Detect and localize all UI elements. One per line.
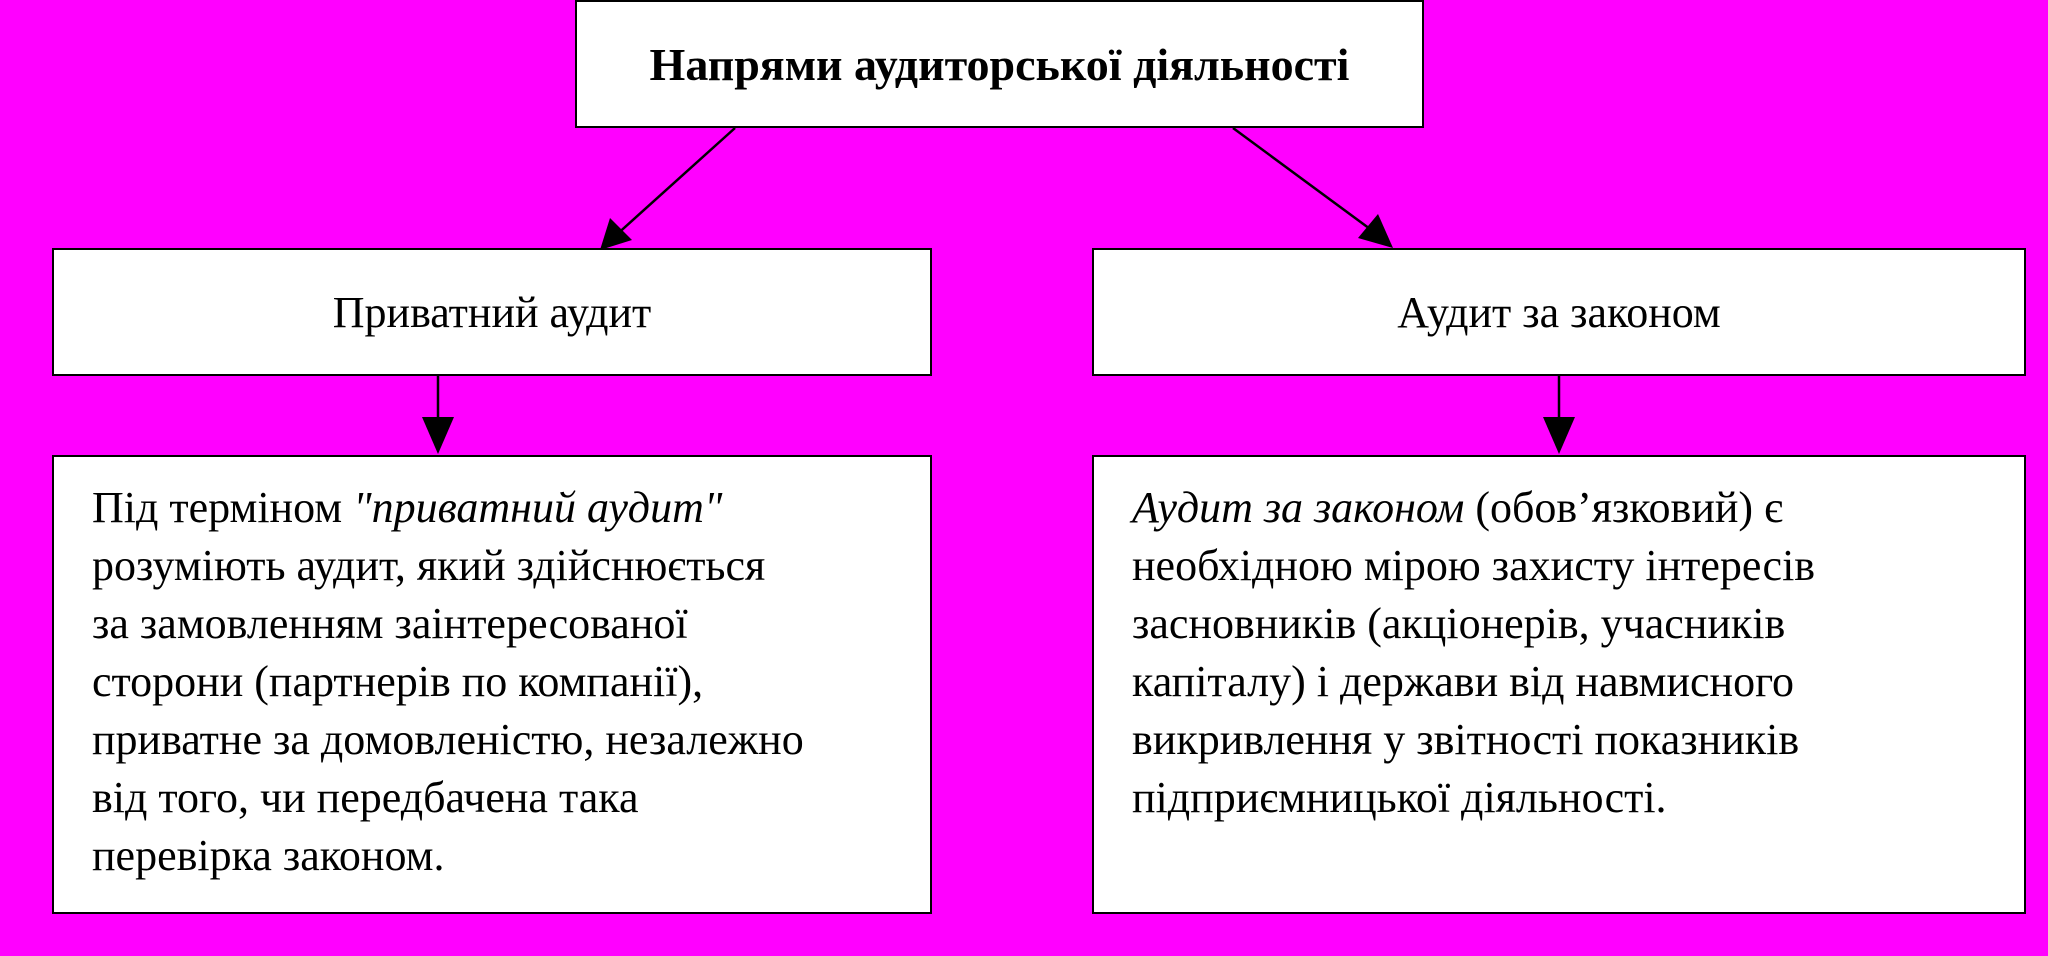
private-audit-node: Приватний аудит bbox=[52, 248, 932, 376]
statutory-desc-line: необхідною мірою захисту інтересів bbox=[1132, 541, 1816, 590]
statutory-desc-line: викривлення у звітності показників bbox=[1132, 715, 1800, 764]
private-audit-heading: Приватний аудит bbox=[332, 287, 652, 337]
arrowhead-title-to-statutory bbox=[1358, 214, 1393, 248]
statutory-desc-line-0: Аудит за законом (обов’язковий) є bbox=[1132, 479, 1994, 537]
arrow-title-to-statutory bbox=[1232, 126, 1386, 242]
private-desc-line: від того, чи передбачена така bbox=[92, 773, 639, 822]
statutory-desc-line: капіталу) і держави від навмисного bbox=[1132, 657, 1795, 706]
private-desc-line: приватне за домовленістю, незалежно bbox=[92, 715, 804, 764]
private-desc-line: розуміють аудит, який здійснюється bbox=[92, 541, 766, 590]
arrowhead-private-to-desc bbox=[422, 417, 454, 454]
title-text: Напрями аудиторської діяльності bbox=[649, 38, 1350, 90]
private-desc-term: "приватний аудит" bbox=[353, 483, 723, 532]
private-desc-lead: Під терміном bbox=[92, 483, 354, 532]
private-audit-description: Під терміном "приватний аудит" розуміють… bbox=[52, 455, 932, 914]
arrowhead-statutory-to-desc bbox=[1543, 417, 1575, 454]
arrow-title-to-private bbox=[603, 127, 736, 247]
private-desc-line-0: Під терміном "приватний аудит" bbox=[92, 479, 900, 537]
statutory-audit-description: Аудит за законом (обов’язковий) є необхі… bbox=[1092, 455, 2026, 914]
statutory-desc-term: Аудит за законом bbox=[1132, 483, 1465, 532]
private-desc-line: за замовленням заінтересованої bbox=[92, 599, 688, 648]
statutory-desc-line: засновників (акціонерів, учасників bbox=[1132, 599, 1786, 648]
statutory-audit-node: Аудит за законом bbox=[1092, 248, 2026, 376]
statutory-desc-line: підприємницької діяльності. bbox=[1132, 773, 1667, 822]
statutory-audit-heading: Аудит за законом bbox=[1397, 287, 1721, 337]
statutory-desc-lead: (обов’язковий) є bbox=[1464, 483, 1783, 532]
title-node: Напрями аудиторської діяльності bbox=[575, 0, 1424, 128]
private-desc-line: сторони (партнерів по компанії), bbox=[92, 657, 704, 706]
private-desc-line: перевірка законом. bbox=[92, 831, 445, 880]
arrowhead-title-to-private bbox=[600, 218, 632, 250]
